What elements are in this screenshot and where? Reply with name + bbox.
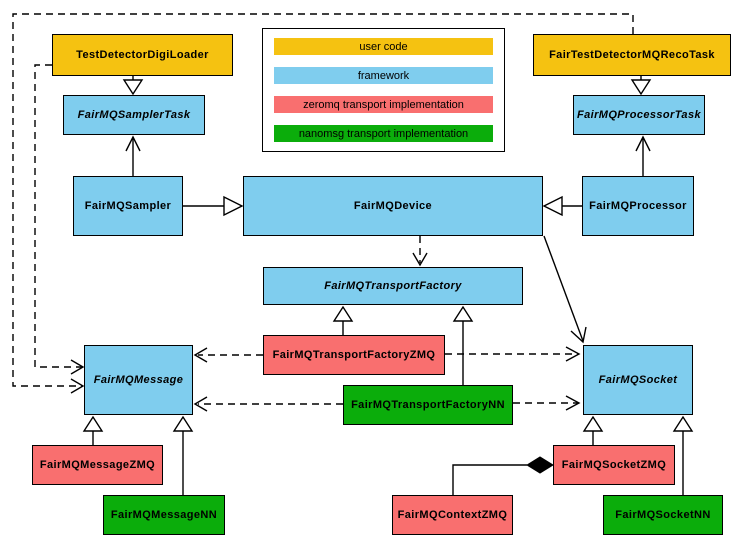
node-fairmq-device: FairMQDevice xyxy=(243,176,543,236)
edge-messagezmq-inherits-message xyxy=(82,415,104,445)
edge-sampler-uses-samplertask xyxy=(125,135,141,176)
edge-processor-inherits-device xyxy=(542,195,582,217)
edge-tfzmq-depends-message xyxy=(193,347,263,363)
node-fairmq-sampler: FairMQSampler xyxy=(73,176,183,236)
edge-tfzmq-inherits-transportfactory xyxy=(332,305,354,335)
edge-socketzmq-inherits-socket xyxy=(582,415,604,445)
legend-item-framework: framework xyxy=(274,67,493,84)
node-fairmq-transport-factory: FairMQTransportFactory xyxy=(263,267,523,305)
legend-item-user-code: user code xyxy=(274,38,493,55)
node-fairmq-transport-factory-zmq: FairMQTransportFactoryZMQ xyxy=(263,335,445,375)
edge-device-depends-transportfactory xyxy=(412,236,428,267)
node-fairmq-message: FairMQMessage xyxy=(84,345,193,415)
edge-socketzmq-composes-contextzmq xyxy=(452,456,554,495)
edge-messagenn-inherits-message xyxy=(172,415,194,495)
edge-tfnn-inherits-transportfactory xyxy=(452,305,474,385)
edge-testdigiloader-inherits-samplertask xyxy=(122,76,144,96)
node-fairmq-socket-nn: FairMQSocketNN xyxy=(603,495,723,535)
node-fair-test-detector-mq-reco-task: FairTestDetectorMQRecoTask xyxy=(533,34,731,76)
node-fairmq-message-nn: FairMQMessageNN xyxy=(103,495,225,535)
edge-device-uses-socket xyxy=(543,235,587,344)
node-fairmq-socket: FairMQSocket xyxy=(583,345,693,415)
node-test-detector-digi-loader: TestDetectorDigiLoader xyxy=(52,34,233,76)
node-fairmq-processor: FairMQProcessor xyxy=(582,176,694,236)
legend: user code framework zeromq transport imp… xyxy=(262,28,505,152)
node-fairmq-socket-zmq: FairMQSocketZMQ xyxy=(553,445,675,485)
node-fairmq-sampler-task: FairMQSamplerTask xyxy=(63,95,205,135)
node-fairmq-transport-factory-nn: FairMQTransportFactoryNN xyxy=(343,385,513,425)
node-fairmq-processor-task: FairMQProcessorTask xyxy=(573,95,705,135)
edge-tfnn-depends-socket xyxy=(513,395,581,411)
legend-item-nanomsg: nanomsg transport implementation xyxy=(274,125,493,142)
edge-tfzmq-depends-socket xyxy=(445,346,581,362)
edge-recotask-inherits-processortask xyxy=(630,76,652,96)
edge-processor-uses-processortask xyxy=(635,135,651,176)
node-fairmq-context-zmq: FairMQContextZMQ xyxy=(392,495,513,535)
node-fairmq-message-zmq: FairMQMessageZMQ xyxy=(32,445,163,485)
edge-socketnn-inherits-socket xyxy=(672,415,694,495)
edge-sampler-inherits-device xyxy=(183,195,244,217)
edge-tfnn-depends-message xyxy=(193,396,343,412)
legend-item-zeromq: zeromq transport implementation xyxy=(274,96,493,113)
